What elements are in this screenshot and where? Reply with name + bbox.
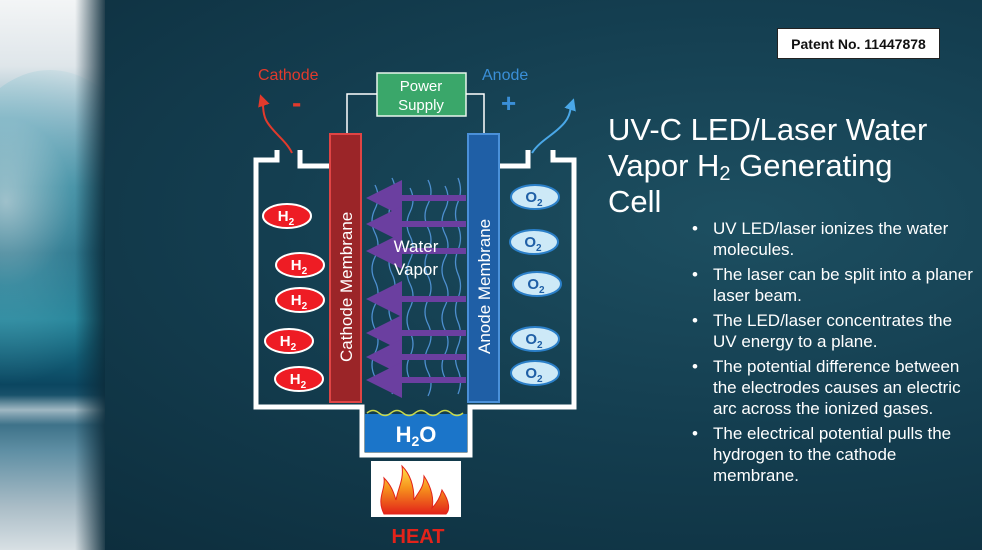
o2-molecule: O2 [509, 229, 559, 255]
o2-molecule: O2 [510, 326, 560, 352]
vapor-wavy-lines [371, 177, 462, 397]
h2-molecule-label: H2 [290, 371, 307, 391]
slide-title: UV-C LED/Laser Water Vapor H2 Generating… [608, 112, 978, 220]
bullet-item: UV LED/laser ionizes the water molecules… [690, 218, 975, 260]
bullet-list: UV LED/laser ionizes the water molecules… [690, 218, 975, 490]
cell-container-inner [297, 150, 531, 169]
o2-molecule-shape [510, 184, 560, 210]
hydrogen-exit-arrow [258, 94, 293, 154]
h2-molecule: H2 [275, 252, 325, 278]
anode-wire [466, 93, 485, 134]
o2-molecule-label: O2 [525, 189, 543, 209]
h2-molecule-shape [275, 252, 325, 278]
cathode-membrane [329, 133, 362, 403]
h2-molecule-label: H2 [280, 333, 297, 353]
power-supply-label-line1: Power [400, 78, 443, 95]
o2-molecule-label: O2 [524, 234, 542, 254]
h2-molecule-shape [262, 203, 312, 229]
o2-molecule-shape [510, 360, 560, 386]
cathode-wire [346, 93, 377, 134]
o2-molecule-label: O2 [527, 276, 545, 296]
bullet-item: The potential difference between the ele… [690, 356, 975, 419]
h2-molecule: H2 [264, 328, 314, 354]
title-line-3: Cell [608, 184, 662, 219]
o2-molecule-shape [512, 271, 562, 297]
power-supply-label-line2: Supply [398, 97, 444, 114]
cathode-label: Cathode [258, 67, 319, 84]
water-vapor-label-line2: Vapor [394, 260, 438, 279]
o2-molecule-label: O2 [525, 365, 543, 385]
water-label: H2O [396, 422, 437, 449]
cell-container [253, 150, 577, 458]
h2-molecule: H2 [275, 287, 325, 313]
h2-molecule-shape [264, 328, 314, 354]
cathode-membrane-label: Cathode Membrane [337, 212, 356, 362]
h2-molecule: H2 [274, 366, 324, 392]
o2-molecule-shape [510, 326, 560, 352]
ocean-wave-image [0, 0, 105, 550]
h2-molecule-shape [275, 287, 325, 313]
bullet-item: The LED/laser concentrates the UV energy… [690, 310, 975, 352]
power-supply-box [376, 72, 467, 117]
h2-molecule-shape [274, 366, 324, 392]
ion-flow-arrows [366, 180, 466, 398]
water-vapor-label-line1: Water [394, 237, 439, 256]
patent-label: Patent No. 11447878 [777, 28, 940, 59]
heat-label: HEAT [392, 526, 445, 548]
title-line-2: Vapor H2 Generating [608, 148, 893, 185]
title-line-1: UV-C LED/Laser Water [608, 112, 928, 147]
h2-molecule-label: H2 [278, 208, 295, 228]
o2-molecule-label: O2 [525, 331, 543, 351]
anode-membrane [467, 133, 500, 403]
water-reservoir [365, 414, 467, 452]
anode-membrane-label: Anode Membrane [475, 219, 494, 354]
o2-molecule: O2 [510, 360, 560, 386]
anode-label: Anode [482, 67, 528, 84]
oxygen-exit-arrow [531, 98, 576, 154]
fire-icon [380, 464, 450, 515]
o2-molecule-shape [509, 229, 559, 255]
h2-molecule: H2 [262, 203, 312, 229]
bullet-item: The laser can be split into a planer las… [690, 264, 975, 306]
o2-molecule: O2 [510, 184, 560, 210]
wave-fade [75, 0, 105, 550]
plus-sign: + [501, 88, 516, 118]
minus-sign: - [292, 87, 301, 118]
bullet-item: The electrical potential pulls the hydro… [690, 423, 975, 486]
h2-molecule-label: H2 [291, 257, 308, 277]
water-surface-ripple [366, 409, 464, 417]
h2-molecule-label: H2 [291, 292, 308, 312]
o2-molecule: O2 [512, 271, 562, 297]
